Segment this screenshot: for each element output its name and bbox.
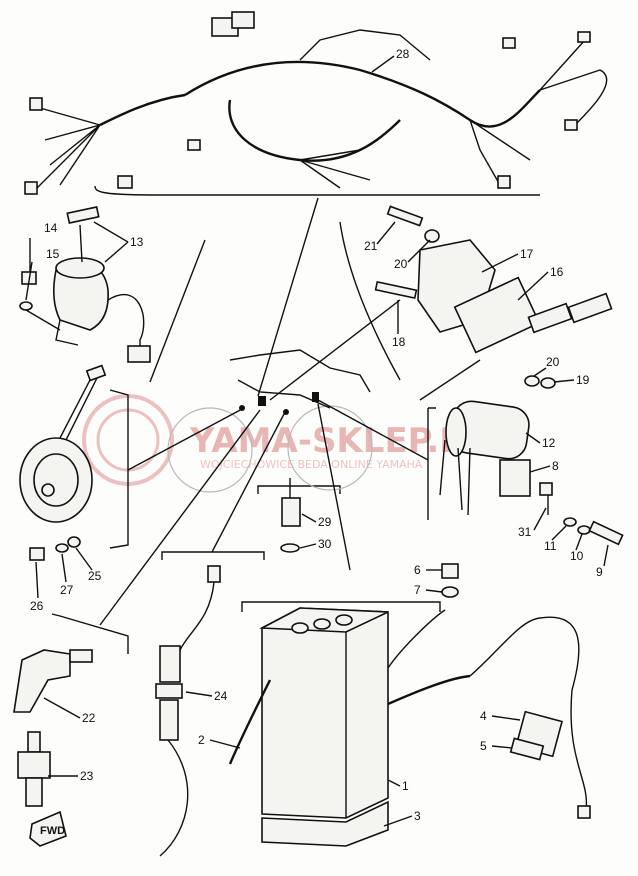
watermark-name: YAMA-SKLEP.PL xyxy=(189,421,486,461)
callout-10: 10 xyxy=(570,549,584,563)
pickup-coil: 24 xyxy=(155,551,265,857)
callout-14: 14 xyxy=(44,221,58,235)
callout-22: 22 xyxy=(82,711,96,725)
callout-11: 11 xyxy=(544,539,557,553)
callout-15: 15 xyxy=(46,247,60,261)
callout-12: 12 xyxy=(542,436,556,450)
fuse-holder: 4 5 xyxy=(469,616,591,819)
leader-lines xyxy=(99,197,429,626)
callout-7: 7 xyxy=(414,583,421,597)
watermark: YAMA-SKLEP.PL WOJCIECHOWICE BEDA ONLINE … xyxy=(82,394,486,486)
callout-18: 18 xyxy=(392,335,406,349)
callout-5: 5 xyxy=(480,739,487,753)
callout-29: 29 xyxy=(318,515,332,529)
callout-3: 3 xyxy=(414,809,421,823)
callout-20b: 20 xyxy=(546,355,560,369)
wire-harness: 28 xyxy=(24,11,608,196)
main-switch: 13 14 15 xyxy=(19,206,206,383)
callout-16: 16 xyxy=(550,265,564,279)
callout-27: 27 xyxy=(60,583,74,597)
callout-24: 24 xyxy=(214,689,228,703)
callout-30: 30 xyxy=(318,537,332,551)
fwd-arrow-label: FWD xyxy=(40,825,65,837)
callout-25: 25 xyxy=(88,569,102,583)
callout-17: 17 xyxy=(520,247,534,261)
callout-4: 4 xyxy=(480,709,487,723)
horn: 25 26 27 xyxy=(19,364,129,613)
callout-20a: 20 xyxy=(394,257,408,271)
spark-plug: FWD 22 23 xyxy=(13,613,129,847)
callout-21: 21 xyxy=(364,239,378,253)
callout-1: 1 xyxy=(402,779,409,793)
battery: 6 7 2 1 3 xyxy=(198,563,471,847)
callout-23: 23 xyxy=(80,769,94,783)
callout-19: 19 xyxy=(576,373,590,387)
callout-28: 28 xyxy=(396,47,410,61)
watermark-tagline: WOJCIECHOWICE BEDA ONLINE YAMAHA xyxy=(200,458,423,471)
neutral-switch: 29 30 xyxy=(257,478,341,553)
motorcycle-outline xyxy=(167,349,373,493)
callout-13: 13 xyxy=(130,235,144,249)
callout-6: 6 xyxy=(414,563,421,577)
callout-26: 26 xyxy=(30,599,44,613)
cdi-unit: 12 8 31 11 10 9 xyxy=(427,400,624,579)
callout-9: 9 xyxy=(596,565,603,579)
callout-2: 2 xyxy=(198,733,205,747)
callout-31: 31 xyxy=(518,525,532,539)
ignition-coil: 21 20 17 16 18 20 19 xyxy=(339,205,613,401)
callout-8: 8 xyxy=(552,459,559,473)
